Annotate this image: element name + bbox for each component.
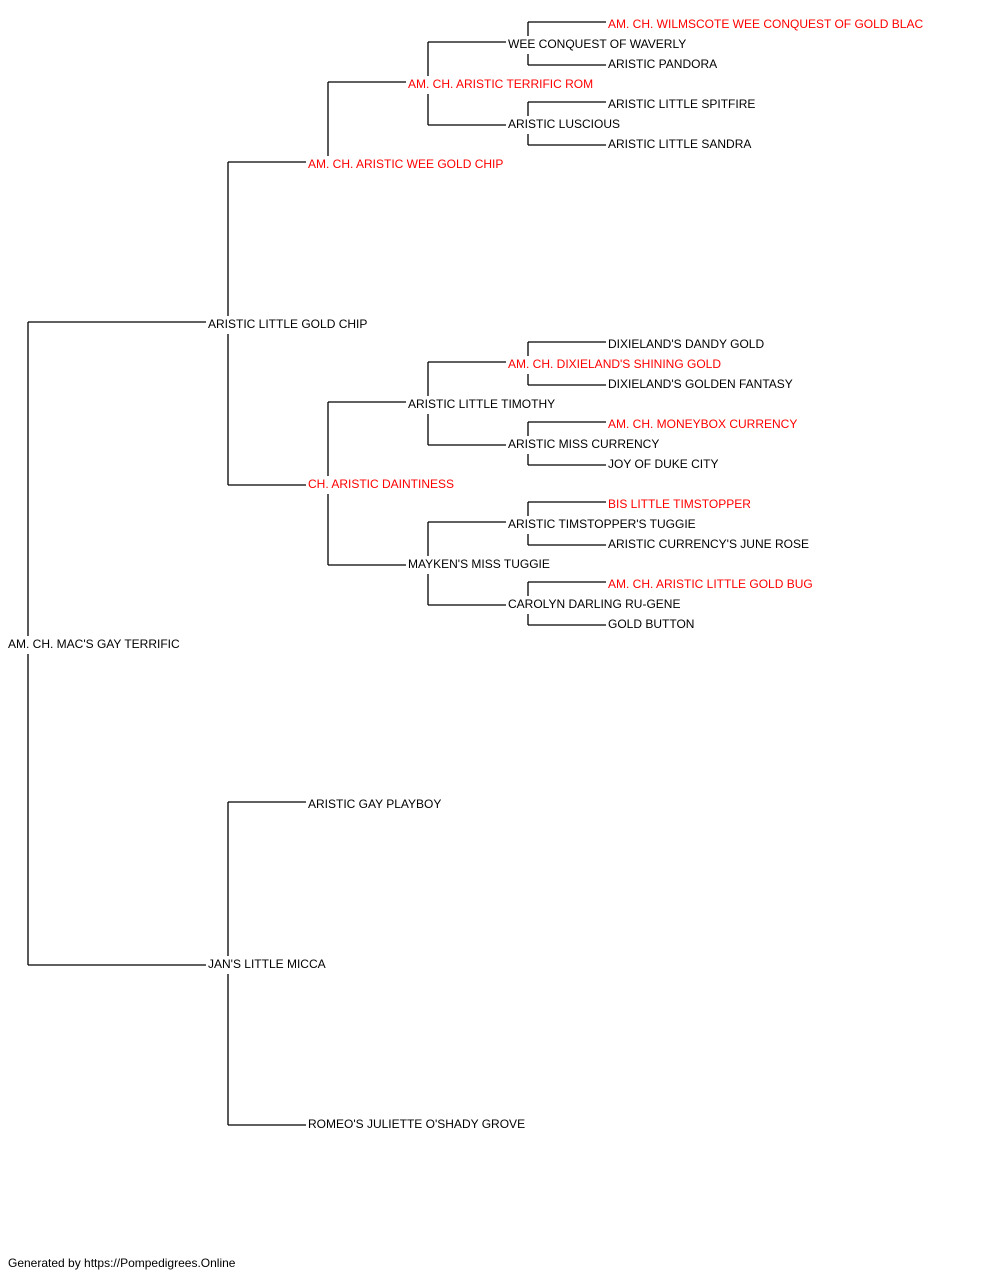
dog-name: ARISTIC MISS CURRENCY — [508, 437, 659, 451]
dog-name: ARISTIC PANDORA — [608, 57, 717, 71]
dog-name: ARISTIC CURRENCY'S JUNE ROSE — [608, 537, 809, 551]
dog-name: JOY OF DUKE CITY — [608, 457, 718, 471]
dog-name: JAN'S LITTLE MICCA — [208, 957, 326, 971]
dog-name-champion: BIS LITTLE TIMSTOPPER — [608, 497, 751, 511]
dog-name: ARISTIC LITTLE GOLD CHIP — [208, 317, 367, 331]
dog-name: ARISTIC TIMSTOPPER'S TUGGIE — [508, 517, 696, 531]
dog-name: ROMEO'S JULIETTE O'SHADY GROVE — [308, 1117, 525, 1131]
dog-name-champion: AM. CH. MONEYBOX CURRENCY — [608, 417, 797, 431]
dog-name: ARISTIC GAY PLAYBOY — [308, 797, 441, 811]
dog-name-champion: AM. CH. ARISTIC LITTLE GOLD BUG — [608, 577, 813, 591]
footer-credit: Generated by https://Pompedigrees.Online — [8, 1256, 236, 1270]
dog-names: AM. CH. MAC'S GAY TERRIFIC ARISTIC LITTLE… — [8, 17, 923, 1131]
dog-name-champion: AM. CH. ARISTIC TERRIFIC ROM — [408, 77, 593, 91]
dog-name: ARISTIC LITTLE SANDRA — [608, 137, 751, 151]
dog-name-champion: AM. CH. WILMSCOTE WEE CONQUEST OF GOLD B… — [608, 17, 923, 31]
dog-name: MAYKEN'S MISS TUGGIE — [408, 557, 550, 571]
dog-name: GOLD BUTTON — [608, 617, 694, 631]
dog-name: ARISTIC LITTLE TIMOTHY — [408, 397, 555, 411]
dog-name: CAROLYN DARLING RU-GENE — [508, 597, 680, 611]
dog-name: DIXIELAND'S GOLDEN FANTASY — [608, 377, 793, 391]
dog-name: WEE CONQUEST OF WAVERLY — [508, 37, 686, 51]
dog-name-champion: AM. CH. ARISTIC WEE GOLD CHIP — [308, 157, 503, 171]
dog-name: ARISTIC LUSCIOUS — [508, 117, 620, 131]
dog-name-champion: CH. ARISTIC DAINTINESS — [308, 477, 454, 491]
dog-name: ARISTIC LITTLE SPITFIRE — [608, 97, 755, 111]
dog-name: AM. CH. MAC'S GAY TERRIFIC — [8, 637, 180, 651]
connector-lines — [27, 21, 606, 1126]
dog-name-champion: AM. CH. DIXIELAND'S SHINING GOLD — [508, 357, 721, 371]
dog-name: DIXIELAND'S DANDY GOLD — [608, 337, 764, 351]
